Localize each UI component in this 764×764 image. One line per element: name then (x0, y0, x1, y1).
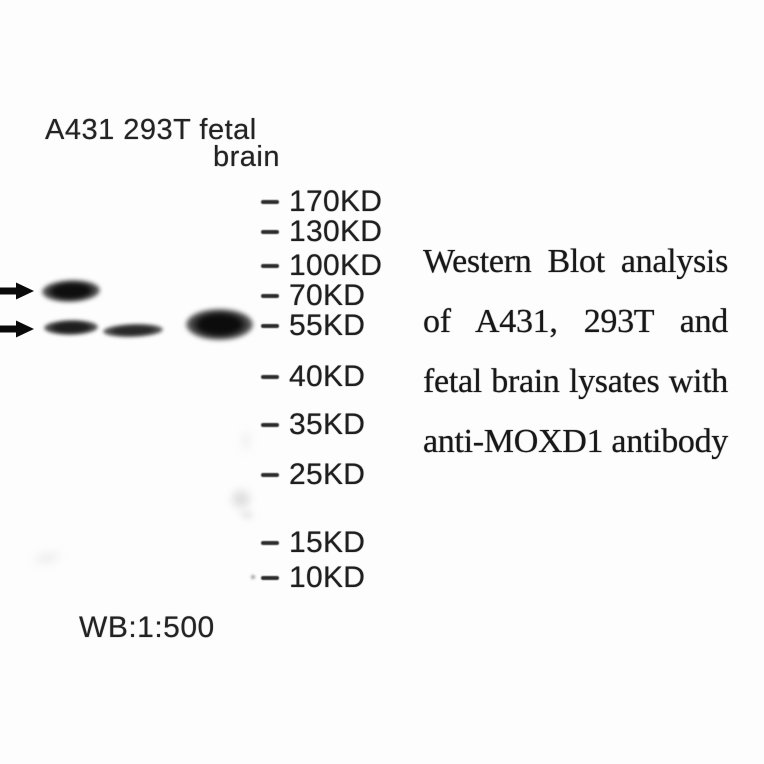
band-293t-55kd (102, 322, 164, 339)
scan-smudge (240, 428, 252, 454)
description-line-1: Western Blot analysis (423, 243, 728, 280)
marker-label: 25KD (289, 458, 366, 491)
description-line-4: anti-MOXD1 antibody (423, 423, 728, 460)
right-arrow-icon (0, 282, 34, 300)
marker-tick (261, 230, 279, 234)
band-fetal-brain-55kd (186, 309, 253, 340)
marker-tick (261, 541, 279, 545)
right-arrow-icon (0, 320, 34, 338)
marker-label: 70KD (289, 279, 366, 312)
marker-tick (261, 375, 279, 379)
scan-smudge (238, 509, 256, 521)
marker-tick (261, 473, 279, 477)
lane-label-line2: brain (213, 141, 280, 173)
scan-smudge (250, 574, 256, 580)
marker-label: 10KD (289, 561, 366, 594)
band-a431-70kd (41, 278, 101, 304)
marker-tick (261, 264, 279, 268)
marker-row-170kd: 170KD (261, 186, 382, 218)
band-a431-55kd (43, 319, 99, 336)
description-line-2: of A431, 293T and (423, 303, 728, 340)
marker-label: 130KD (289, 215, 383, 248)
description-line-3: fetal brain lysates with (423, 363, 728, 400)
marker-tick (261, 324, 279, 328)
marker-row-15kd: 15KD (261, 527, 365, 559)
lane-label-line1: A431 293T fetal (45, 114, 257, 146)
marker-row-70kd: 70KD (261, 280, 365, 312)
marker-tick (261, 423, 279, 427)
marker-label: 100KD (289, 249, 383, 282)
marker-row-130kd: 130KD (261, 216, 382, 248)
marker-label: 35KD (289, 408, 366, 441)
marker-row-100kd: 100KD (261, 250, 382, 282)
marker-tick (261, 200, 279, 204)
scan-smudge (28, 547, 66, 569)
marker-row-25kd: 25KD (261, 459, 365, 491)
marker-tick (261, 576, 279, 580)
marker-label: 55KD (289, 309, 366, 342)
marker-row-55kd: 55KD (261, 310, 365, 342)
marker-row-40kd: 40KD (261, 361, 365, 393)
marker-tick (261, 294, 279, 298)
wb-dilution-label: WB:1:500 (79, 611, 215, 644)
figure-description: Western Blot analysis of A431, 293T and … (423, 232, 728, 472)
marker-label: 15KD (289, 526, 366, 559)
marker-row-35kd: 35KD (261, 409, 365, 441)
marker-label: 40KD (289, 360, 366, 393)
marker-label: 170KD (289, 185, 383, 218)
marker-row-10kd: 10KD (261, 562, 365, 594)
